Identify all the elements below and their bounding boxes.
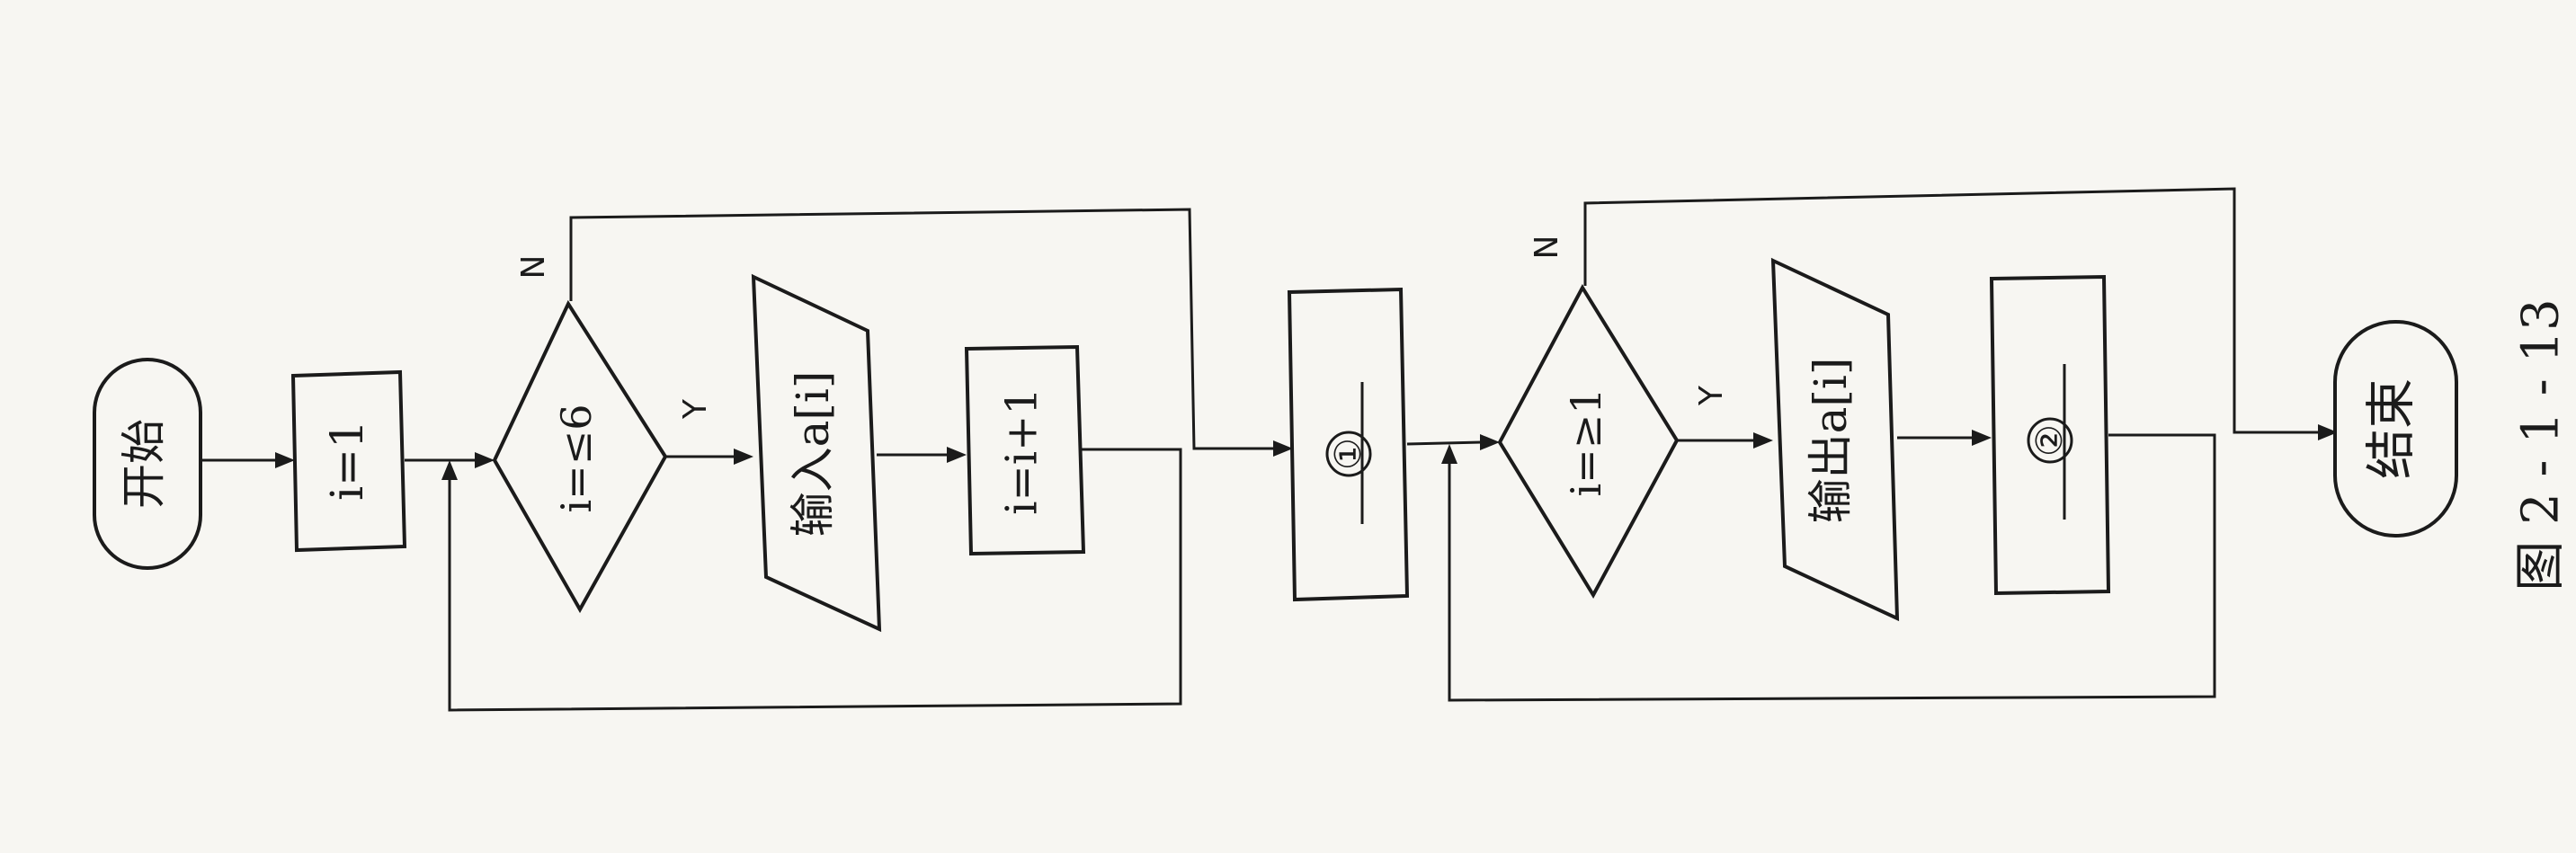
output-label: 输出a[i]: [1805, 358, 1857, 524]
blank2-circle: [2027, 417, 2073, 464]
cond2-no-label: N: [1529, 235, 1565, 260]
blank1-label: ①: [1328, 438, 1369, 470]
blank1-circle: [1325, 431, 1372, 477]
connector-loop1-back: [448, 448, 1182, 712]
cond2-yes-label: Y: [1693, 385, 1730, 406]
end-terminator: [2333, 320, 2458, 538]
increment-process-box: [964, 344, 1086, 556]
start-label: 开始: [118, 419, 170, 509]
arrowhead: [1480, 434, 1500, 450]
blank2-label: ②: [2029, 424, 2071, 457]
arrowhead: [947, 447, 967, 463]
figure-caption: 图 2 - 1 - 13: [2512, 298, 2571, 591]
cond1-label: i=≤6: [552, 404, 601, 512]
connector-cond1-no: [569, 208, 1277, 450]
cond1-no-label: N: [515, 255, 552, 280]
increment-label: i=i+1: [997, 387, 1047, 515]
input-parallelogram: [751, 273, 882, 633]
arrowhead: [1273, 440, 1293, 457]
arrowhead: [475, 452, 495, 468]
arrowhead: [1753, 432, 1773, 449]
output-parallelogram: [1770, 257, 1900, 622]
init-label: i=1: [321, 420, 373, 501]
init-process-box: [290, 369, 407, 553]
cond2-decision: [1497, 283, 1680, 600]
connector-cond2-no: [1583, 187, 2320, 434]
cond1-yes-label: Y: [677, 398, 714, 420]
arrowhead: [734, 449, 753, 465]
arrowhead: [275, 452, 295, 468]
end-label: 结束: [2363, 378, 2421, 479]
blank2-process-box: [1989, 274, 2111, 596]
cond2-label: i=≥1: [1562, 387, 1610, 496]
arrowhead: [1441, 444, 1457, 464]
connector-loop2-back: [1448, 433, 2216, 702]
start-terminator: [93, 358, 202, 570]
blank1-process-box: [1287, 287, 1410, 602]
input-label: 输入a[i]: [787, 371, 839, 538]
arrowhead: [2318, 424, 2338, 440]
connector-blank1-cond2: [1406, 440, 1483, 446]
arrowhead: [1972, 430, 1992, 446]
cond1-decision: [492, 299, 668, 614]
arrowhead: [441, 460, 458, 480]
